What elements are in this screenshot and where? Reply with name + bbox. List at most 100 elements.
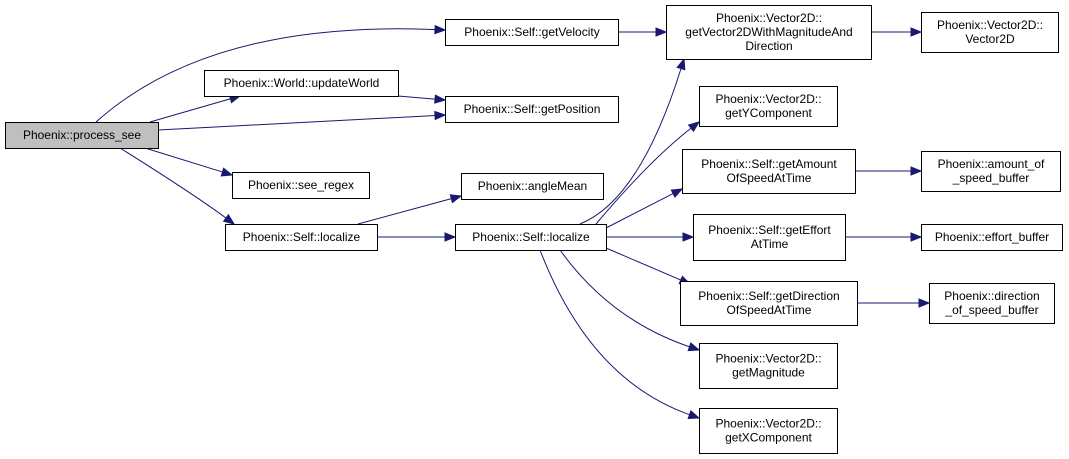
- edge-getEffortAtTime-to-effort_buffer: [845, 232, 923, 242]
- node-effort_buffer[interactable]: Phoenix::effort_buffer: [921, 224, 1063, 251]
- edge-process_see-to-getPosition: [157, 110, 447, 131]
- arrowhead-icon: [434, 24, 447, 35]
- edge-localize_inner-to-getEffortAtTime: [606, 232, 695, 242]
- edge-line: [595, 127, 693, 225]
- edge-line: [605, 192, 675, 229]
- node-label: Phoenix::effort_buffer: [935, 230, 1049, 244]
- node-box[interactable]: [5, 122, 159, 149]
- arrowhead-icon: [687, 342, 701, 352]
- node-label: Phoenix::Vector2D::: [715, 417, 821, 431]
- edge-process_see-to-getVelocity: [95, 24, 447, 123]
- nodes-layer: Phoenix::process_see Phoenix::Self::getVe…: [5, 5, 1063, 454]
- edge-line: [157, 114, 437, 131]
- edge-line: [95, 28, 437, 123]
- node-Vector2D[interactable]: Phoenix::Vector2D::Vector2D: [921, 12, 1059, 53]
- edge-getDirectionOfSpeedAtTime-to-direction_of_speed_buffer: [857, 298, 931, 308]
- node-label: Phoenix::Vector2D::: [937, 18, 1043, 32]
- node-box[interactable]: [682, 149, 856, 194]
- node-see_regex[interactable]: Phoenix::see_regex: [232, 172, 370, 199]
- edge-localize_inner-to-getYComponent: [595, 121, 701, 225]
- arrowhead-icon: [670, 188, 684, 198]
- node-getVelocity[interactable]: Phoenix::Self::getVelocity: [445, 19, 619, 46]
- node-label: Phoenix::Self::getVelocity: [464, 25, 599, 39]
- node-box[interactable]: [680, 281, 858, 326]
- edge-localize_outer-to-angleMean: [357, 194, 463, 225]
- arrowhead-icon: [687, 410, 701, 420]
- node-label: Phoenix::Self::getDirection: [698, 289, 839, 303]
- edge-localize_inner-to-getDirectionOfSpeedAtTime: [605, 247, 692, 285]
- node-label: _speed_buffer: [952, 171, 1030, 185]
- node-label: Direction: [745, 39, 792, 53]
- node-label: Phoenix::see_regex: [248, 178, 354, 192]
- edge-localize_inner-to-getMagnitude: [559, 249, 701, 352]
- node-label: Vector2D: [965, 32, 1015, 46]
- edge-updateWorld-to-getPosition: [397, 94, 447, 104]
- node-getMagnitude[interactable]: Phoenix::Vector2D::getMagnitude: [699, 343, 838, 389]
- node-label: Phoenix::Vector2D::: [715, 92, 821, 106]
- node-getXComponent[interactable]: Phoenix::Vector2D::getXComponent: [699, 408, 838, 454]
- node-angleMean[interactable]: Phoenix::angleMean: [461, 173, 604, 200]
- arrowhead-icon: [222, 213, 236, 225]
- node-box[interactable]: [929, 283, 1055, 324]
- node-box[interactable]: [699, 86, 838, 127]
- arrowhead-icon: [444, 232, 457, 242]
- node-label: getYComponent: [725, 106, 812, 120]
- node-label: Phoenix::Self::localize: [472, 230, 590, 244]
- node-box[interactable]: [225, 224, 378, 251]
- node-box[interactable]: [699, 343, 838, 389]
- edge-line: [144, 147, 224, 173]
- node-label: Phoenix::Vector2D::: [716, 11, 822, 25]
- node-box[interactable]: [445, 19, 619, 46]
- edge-line: [579, 67, 682, 225]
- node-box[interactable]: [921, 151, 1061, 192]
- node-box[interactable]: [455, 224, 607, 251]
- node-box[interactable]: [699, 408, 838, 454]
- edge-line: [559, 249, 691, 348]
- arrowhead-icon: [449, 194, 463, 204]
- node-getPosition[interactable]: Phoenix::Self::getPosition: [445, 96, 619, 123]
- node-box[interactable]: [232, 172, 370, 199]
- node-label: Phoenix::amount_of: [938, 157, 1045, 171]
- node-label: Phoenix::Vector2D::: [715, 352, 821, 366]
- arrowhead-icon: [655, 27, 668, 37]
- edge-process_see-to-updateWorld: [149, 94, 242, 123]
- edge-line: [149, 98, 232, 123]
- edge-localize_inner-to-getAmountOfSpeedAtTime: [605, 188, 684, 229]
- node-process_see[interactable]: Phoenix::process_see: [5, 122, 159, 149]
- node-localize_outer[interactable]: Phoenix::Self::localize: [225, 224, 378, 251]
- node-direction_of_speed_buffer[interactable]: Phoenix::direction_of_speed_buffer: [929, 283, 1055, 324]
- node-localize_inner[interactable]: Phoenix::Self::localize: [455, 224, 607, 251]
- arrowhead-icon: [910, 232, 923, 242]
- node-box[interactable]: [693, 214, 846, 261]
- edges-layer: [95, 24, 931, 420]
- edge-localize_inner-to-getVector2DWithMagnitudeAndDirection: [579, 57, 686, 225]
- node-label: Phoenix::angleMean: [478, 179, 587, 193]
- arrowhead-icon: [910, 27, 923, 37]
- node-amount_of_speed_buffer[interactable]: Phoenix::amount_of_speed_buffer: [921, 151, 1061, 192]
- node-updateWorld[interactable]: Phoenix::World::updateWorld: [204, 70, 399, 97]
- node-box[interactable]: [666, 5, 872, 60]
- edge-process_see-to-see_regex: [144, 147, 234, 177]
- node-label: AtTime: [751, 237, 789, 251]
- arrowhead-icon: [687, 121, 701, 133]
- edge-line: [539, 249, 691, 416]
- node-box[interactable]: [921, 12, 1059, 53]
- node-getYComponent[interactable]: Phoenix::Vector2D::getYComponent: [699, 86, 838, 127]
- edge-localize_outer-to-localize_inner: [377, 232, 457, 242]
- node-box[interactable]: [445, 96, 619, 123]
- node-box[interactable]: [921, 224, 1063, 251]
- arrowhead-icon: [434, 110, 447, 121]
- node-box[interactable]: [204, 70, 399, 97]
- node-getVector2DWithMagnitudeAndDirection[interactable]: Phoenix::Vector2D::getVector2DWithMagnit…: [666, 5, 872, 60]
- arrowhead-icon: [676, 57, 686, 71]
- node-label: Phoenix::direction: [944, 289, 1039, 303]
- edge-line: [605, 247, 682, 281]
- node-label: OfSpeedAtTime: [727, 303, 812, 317]
- edge-getVelocity-to-getVector2DWithMagnitudeAndDirection: [618, 27, 668, 37]
- node-label: Phoenix::World::updateWorld: [224, 76, 380, 90]
- node-box[interactable]: [461, 173, 604, 200]
